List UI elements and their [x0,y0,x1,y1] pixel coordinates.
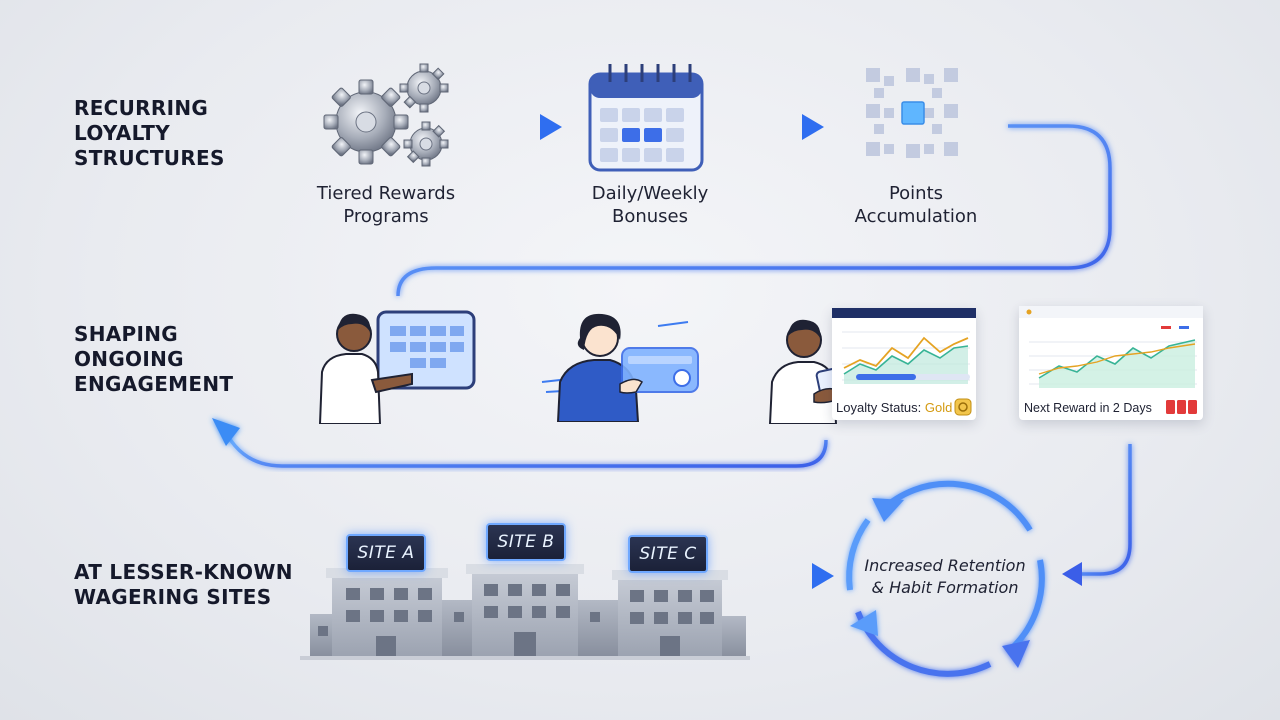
countdown-icon [1166,400,1197,414]
cycle-ring [846,480,1045,677]
loyalty-status-card: Loyalty Status: Gold [832,308,976,420]
loyalty-status-text: Loyalty Status: Gold [836,400,952,415]
section-title-shaping: SHAPING ONGOING ENGAGEMENT [74,322,234,396]
step-label-tiered-rewards: Tiered Rewards Programs [316,183,456,227]
person-tablet-illustration [318,310,476,424]
arrowhead-cycle-right [1062,562,1082,586]
step-label-daily-weekly: Daily/Weekly Bonuses [591,183,709,227]
connector-row1-to-row2 [396,124,1112,297]
next-reward-card: Next Reward in 2 Days [1019,306,1203,420]
gold-badge-icon [954,398,972,416]
next-reward-text: Next Reward in 2 Days [1024,401,1152,415]
arrowhead-left [212,418,240,446]
site-a-sign: SITE A [346,534,426,572]
loyalty-status-prefix: Loyalty Status: [836,400,925,415]
arrow-step1-to-step2 [482,114,562,140]
site-c-sign: SITE C [628,535,708,573]
arrow-step2-to-step3 [745,114,824,140]
step-label-points: Points Accumulation [854,183,978,227]
site-b-sign: SITE B [486,523,566,561]
section-title-recurring: RECURRING LOYALTY STRUCTURES [74,96,225,170]
cycle-label: Increased Retention & Habit Formation [864,556,1026,597]
loyalty-chart-graphic [832,308,976,384]
loyalty-status-value: Gold [924,400,953,415]
connector-to-cycle [1078,444,1132,576]
arrow-sites-to-cycle [758,563,834,589]
connector-row2-return [226,435,828,468]
reward-chart-graphic [1019,306,1203,388]
points-grid-icon [866,68,958,158]
calendar-icon [588,64,704,172]
section-title-lesser-known: AT LESSER-KNOWN WAGERING SITES [74,560,293,609]
person-card-illustration [541,313,699,422]
buildings-illustration [300,564,750,660]
gears-icon [323,63,449,167]
